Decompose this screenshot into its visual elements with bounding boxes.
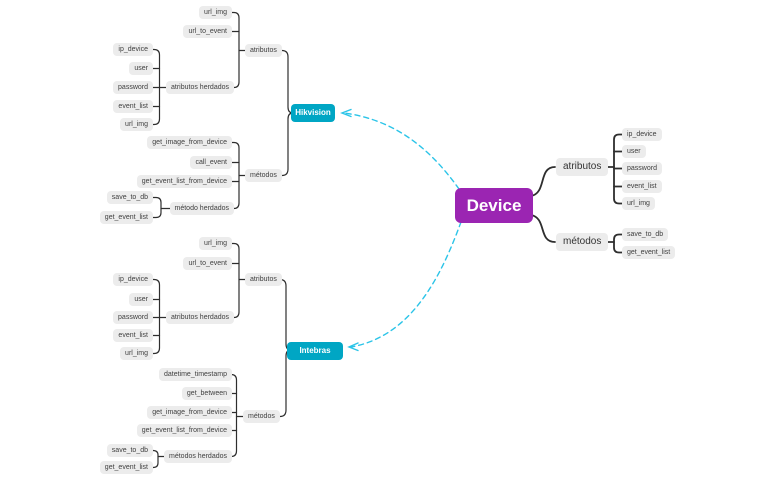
node-hik-atr-url-img[interactable]: url_img (199, 6, 232, 19)
node-device-met-save-to-db[interactable]: save_to_db (622, 228, 669, 241)
node-device-atr-ip-device[interactable]: ip_device (622, 128, 662, 141)
node-hik-atrh-user[interactable]: user (129, 62, 153, 75)
node-device-atr-password[interactable]: password (622, 162, 662, 175)
node-device-atributos[interactable]: atributos (556, 158, 609, 176)
arrow-device-to-hikvision (343, 112, 460, 190)
node-int-atr-url-img[interactable]: url_img (199, 237, 232, 250)
node-int-atrh-event-list[interactable]: event_list (113, 329, 153, 342)
node-hik-atributos-herdados[interactable]: atributos herdados (166, 81, 234, 94)
node-int-metodos-herdados[interactable]: métodos herdados (164, 450, 232, 463)
node-hik-atributos[interactable]: atributos (245, 44, 282, 57)
node-int-met-get-between[interactable]: get_between (181, 387, 232, 400)
node-intebras[interactable]: Intebras (287, 342, 343, 360)
node-int-met-datetime-timestamp[interactable]: datetime_timestamp (158, 368, 232, 381)
node-int-met-get-image-from-device[interactable]: get_image_from_device (147, 406, 232, 419)
node-hik-atrh-ip-device[interactable]: ip_device (113, 43, 153, 56)
node-hik-atrh-password[interactable]: password (113, 81, 153, 94)
node-device-root[interactable]: Device (455, 188, 533, 223)
node-int-atrh-url-img[interactable]: url_img (120, 347, 153, 360)
node-hik-atrh-url-img[interactable]: url_img (120, 118, 153, 131)
inheritance-arrows (340, 108, 462, 352)
node-int-meth-get-event-list[interactable]: get_event_list (99, 461, 153, 474)
node-device-atr-url-img[interactable]: url_img (622, 197, 655, 210)
node-int-met-get-event-list-from-device[interactable]: get_event_list_from_device (136, 424, 232, 437)
node-int-meth-save-to-db[interactable]: save_to_db (106, 444, 153, 457)
node-int-atributos[interactable]: atributos (245, 273, 282, 286)
node-int-atributos-herdados[interactable]: atributos herdados (166, 311, 234, 324)
node-hik-meth-save-to-db[interactable]: save_to_db (106, 191, 153, 204)
node-hik-metodo-herdados[interactable]: método herdados (169, 202, 234, 215)
node-int-atr-url-to-event[interactable]: url_to_event (183, 257, 232, 270)
node-int-atrh-password[interactable]: password (113, 311, 153, 324)
node-int-metodos[interactable]: métodos (243, 410, 280, 423)
node-hik-atr-url-to-event[interactable]: url_to_event (183, 25, 232, 38)
arrowhead-hikvision (340, 108, 352, 118)
node-int-atrh-ip-device[interactable]: ip_device (113, 273, 153, 286)
node-device-atr-event-list[interactable]: event_list (622, 180, 662, 193)
node-int-atrh-user[interactable]: user (129, 293, 153, 306)
node-device-atr-user[interactable]: user (622, 145, 646, 158)
node-hik-met-get-image-from-device[interactable]: get_image_from_device (147, 136, 232, 149)
node-hik-atrh-event-list[interactable]: event_list (113, 100, 153, 113)
node-hik-meth-get-event-list[interactable]: get_event_list (99, 211, 153, 224)
node-hik-met-call-event[interactable]: call_event (190, 156, 232, 169)
node-hik-metodos[interactable]: métodos (245, 169, 282, 182)
arrowhead-intebras (347, 342, 359, 352)
node-hik-met-get-event-list-from-device[interactable]: get_event_list_from_device (136, 175, 232, 188)
node-hikvision[interactable]: Hikvision (291, 104, 335, 122)
arrow-device-to-intebras (350, 221, 462, 348)
node-device-metodos[interactable]: métodos (556, 233, 609, 251)
node-device-met-get-event-list[interactable]: get_event_list (622, 246, 676, 259)
